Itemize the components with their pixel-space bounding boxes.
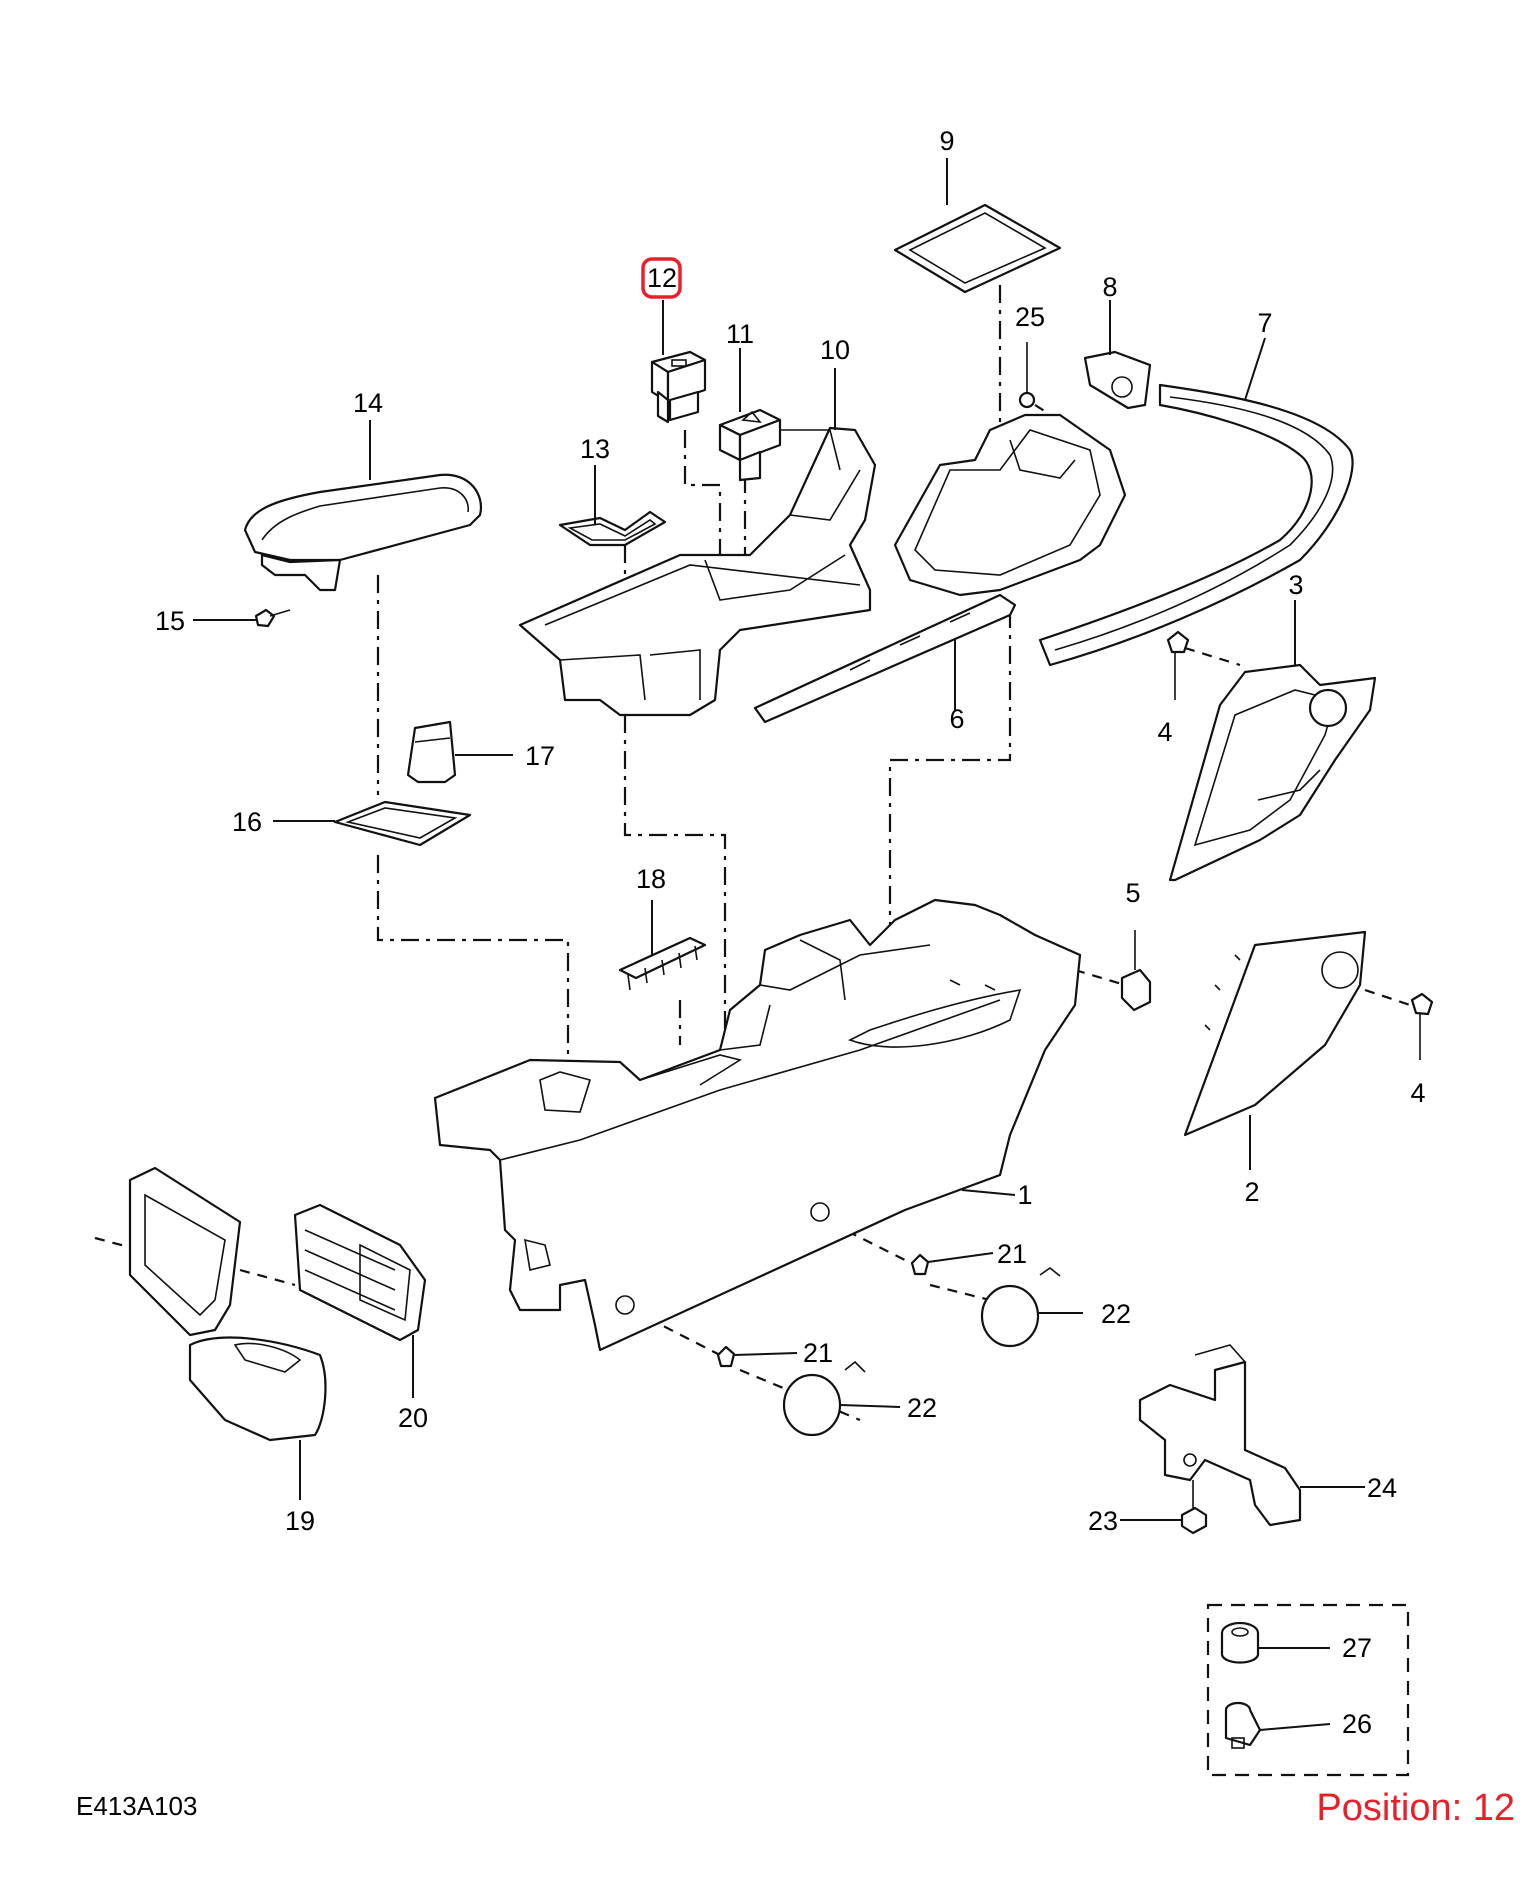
part-4-clip-upper <box>1166 630 1190 700</box>
part-16-mat <box>333 800 472 847</box>
part-27-socket <box>1220 1621 1260 1664</box>
callout-22-upper: 22 <box>1101 1299 1131 1329</box>
callout-26: 26 <box>1342 1709 1372 1739</box>
callout-9: 9 <box>939 126 954 156</box>
part-11-hazard-switch <box>718 408 782 482</box>
callout-1: 1 <box>1017 1180 1032 1210</box>
part-7-trim-strip <box>1038 383 1354 667</box>
callout-16: 16 <box>232 807 262 837</box>
callout-20: 20 <box>398 1403 428 1433</box>
callout-19: 19 <box>285 1506 315 1536</box>
callout-6: 6 <box>949 704 964 734</box>
callout-13: 13 <box>580 434 610 464</box>
part-20-grille <box>293 1203 427 1342</box>
part-22-cap-lower <box>782 1360 866 1437</box>
part-24-bracket <box>1138 1344 1302 1527</box>
part-2-side-panel <box>1183 930 1367 1137</box>
part-25-screw <box>1018 342 1036 409</box>
leader-lines <box>193 158 1365 1731</box>
part-5-clip <box>1120 930 1152 1012</box>
part-8-bezel <box>1083 350 1152 410</box>
highlight-box <box>641 257 682 299</box>
part-14-armrest <box>243 473 483 592</box>
part-12-switch <box>650 350 707 424</box>
diagram-code: E413A103 <box>76 1791 197 1821</box>
part-19-bezel <box>128 1166 327 1442</box>
callout-7: 7 <box>1257 308 1272 338</box>
callout-5: 5 <box>1125 878 1140 908</box>
parts <box>128 203 1434 1749</box>
part-18-bracket <box>618 936 707 991</box>
callouts: 9 8 7 25 10 11 12 13 14 15 17 16 18 6 3 … <box>155 126 1426 1739</box>
callout-21-lower: 21 <box>803 1338 833 1368</box>
callout-4-lower: 4 <box>1410 1078 1425 1108</box>
part-1-console-body <box>433 898 1082 1352</box>
callout-15: 15 <box>155 606 185 636</box>
callout-11: 11 <box>726 319 754 349</box>
part-10-upper-trim <box>518 426 877 717</box>
callout-21-upper: 21 <box>997 1239 1027 1269</box>
part-26-socket <box>1224 1701 1262 1749</box>
callout-4-upper: 4 <box>1157 717 1172 747</box>
callout-2: 2 <box>1244 1177 1259 1207</box>
part-6-upper-tray <box>753 413 1127 724</box>
callout-10: 10 <box>820 335 850 365</box>
callout-8: 8 <box>1102 272 1117 302</box>
part-4-clip-lower <box>1410 992 1434 1060</box>
callout-18: 18 <box>636 864 666 894</box>
callout-14: 14 <box>353 388 383 418</box>
assembly-lines <box>94 285 1411 1777</box>
part-22-cap-upper <box>980 1267 1061 1348</box>
callout-23: 23 <box>1088 1506 1118 1536</box>
part-23-nut <box>1180 1480 1208 1535</box>
callout-25: 25 <box>1015 302 1045 332</box>
part-17-cap <box>406 720 457 784</box>
part-21-clip-upper <box>910 1253 930 1276</box>
part-21-clip-lower <box>716 1345 736 1368</box>
part-9-mat <box>893 203 1062 294</box>
part-13-mat <box>558 510 667 547</box>
callout-24: 24 <box>1367 1473 1397 1503</box>
position-label: Position: 12 <box>1316 1787 1515 1829</box>
callout-3: 3 <box>1288 570 1303 600</box>
callout-27: 27 <box>1342 1633 1372 1663</box>
callout-22-lower: 22 <box>907 1393 937 1423</box>
part-3-side-panel <box>1168 663 1377 882</box>
callout-17: 17 <box>525 741 555 771</box>
callout-12: 12 <box>647 263 677 293</box>
part-15-screw <box>254 608 291 628</box>
